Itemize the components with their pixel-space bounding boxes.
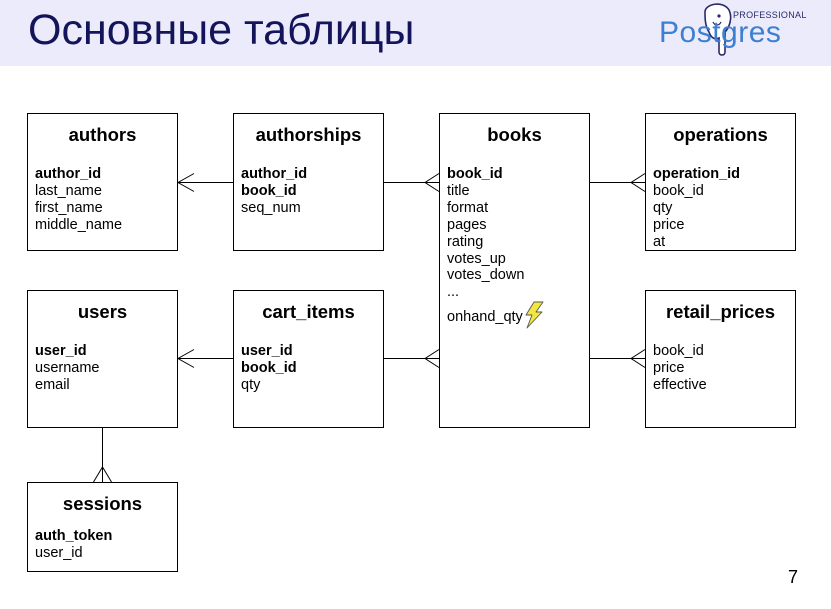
- entity-field: last_name: [35, 182, 102, 199]
- slide-header: Основные таблицы PROFESSIONAL Postgres: [0, 0, 831, 66]
- entity-field: middle_name: [35, 216, 123, 233]
- entity-field: votes_up: [447, 250, 506, 267]
- postgres-professional-logo: PROFESSIONAL Postgres: [655, 2, 807, 62]
- entity-name: sessions: [62, 493, 143, 514]
- entity-field: book_id: [653, 182, 704, 199]
- entity-field-onhand: onhand_qty: [447, 301, 544, 329]
- entity-name: books: [487, 124, 542, 145]
- entity-field: price: [653, 216, 685, 233]
- entity-field: title: [447, 182, 470, 199]
- entity-key-field: book_id: [447, 166, 503, 182]
- crowfoot-users: [176, 349, 195, 368]
- entity-field: at: [653, 233, 666, 250]
- entity-field: ...: [447, 284, 460, 301]
- entity-name: cart_items: [262, 301, 355, 322]
- entity-key-field: auth_token: [35, 528, 113, 544]
- entity-field: first_name: [35, 199, 103, 216]
- entity-field: votes_down: [447, 267, 525, 284]
- entity-field-label: onhand_qty: [447, 309, 523, 326]
- entity-field: price: [653, 359, 685, 376]
- entity-name: authors: [68, 124, 137, 145]
- crowfoot-sessions: [93, 466, 112, 483]
- entity-key-field: user_id: [241, 343, 293, 359]
- entity-key-field: book_id: [241, 182, 297, 199]
- entity-name: users: [77, 301, 128, 322]
- entity-field: email: [35, 376, 70, 393]
- entity-key-field: user_id: [35, 343, 87, 359]
- entity-field: qty: [653, 199, 673, 216]
- entity-field: qty: [241, 376, 261, 393]
- entity-field: rating: [447, 233, 484, 250]
- entity-key-field: author_id: [241, 166, 308, 182]
- logo-word: Postgres: [659, 16, 782, 49]
- crowfoot-operations: [630, 173, 646, 192]
- slide-title: Основные таблицы: [28, 6, 415, 54]
- entity-authorships: authorships author_id book_id seq_num: [233, 113, 384, 251]
- lightning-bolt-icon: [525, 301, 544, 329]
- entity-authors: authors author_id last_name first_name m…: [27, 113, 178, 251]
- entity-key-field: author_id: [35, 166, 102, 182]
- entity-name: retail_prices: [665, 301, 775, 322]
- entity-users: users user_id username email: [27, 290, 178, 428]
- entity-sessions: sessions auth_token user_id: [27, 482, 178, 572]
- entity-key-field: book_id: [241, 359, 297, 376]
- entity-key-field: operation_id: [653, 166, 741, 182]
- entity-field: username: [35, 359, 100, 376]
- entity-name: authorships: [255, 124, 362, 145]
- page-number: 7: [787, 567, 798, 587]
- entity-books: books book_id title format pages rating …: [439, 113, 590, 428]
- entity-field: user_id: [35, 544, 83, 561]
- crowfoot-retail-prices: [630, 349, 646, 368]
- entity-field: effective: [653, 376, 707, 393]
- elephant-icon: [704, 3, 732, 56]
- crowfoot-books-1: [424, 173, 440, 192]
- entity-field: seq_num: [241, 199, 301, 216]
- logo-tag: PROFESSIONAL: [733, 10, 807, 20]
- entity-field: book_id: [653, 343, 704, 359]
- entity-field: pages: [447, 216, 487, 233]
- entity-retail-prices: retail_prices book_id price effective: [645, 290, 796, 428]
- crowfoot-authors: [176, 173, 195, 192]
- crowfoot-books-2: [424, 349, 440, 368]
- entity-name: operations: [673, 124, 768, 145]
- entity-operations: operations operation_id book_id qty pric…: [645, 113, 796, 251]
- entity-field: format: [447, 199, 489, 216]
- entity-cart-items: cart_items user_id book_id qty: [233, 290, 384, 428]
